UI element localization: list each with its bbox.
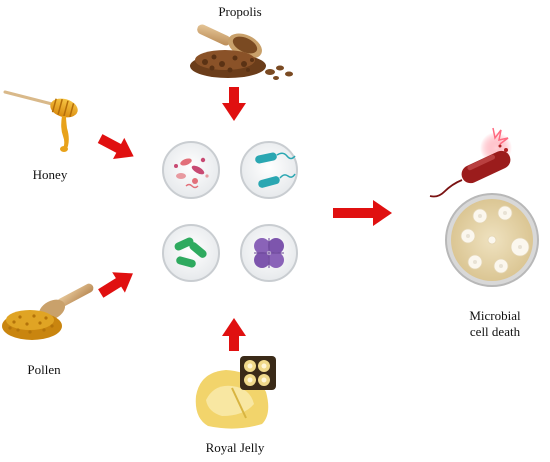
label-pollen: Pollen (27, 362, 61, 377)
coccus-cluster-icon (240, 224, 298, 282)
label-outcome-line1: Microbial (469, 308, 521, 323)
royal-jelly-icon (195, 356, 276, 429)
flagellated-bacteria-icon (240, 141, 298, 199)
label-propolis: Propolis (218, 4, 262, 19)
propolis-scoop-icon (190, 24, 293, 80)
bursting-bacterium-icon (429, 127, 512, 198)
label-royal-jelly: Royal Jelly (205, 440, 265, 455)
honey-dipper-icon (3, 90, 78, 152)
arrow-honey (97, 134, 134, 160)
label-outcome-line2: cell death (469, 324, 521, 339)
pollen-scoop-icon (2, 283, 94, 340)
arrow-royal-jelly (222, 318, 246, 351)
label-honey: Honey (32, 167, 68, 182)
arrow-propolis (222, 87, 246, 121)
label-microbial-cell-death: Microbial cell death (445, 308, 545, 340)
arrow-pollen (98, 272, 133, 298)
petri-dish-inhibition-icon (445, 193, 539, 287)
rod-bacteria-icon (162, 224, 220, 282)
mixed-microbes-icon (162, 141, 220, 199)
arrow-outcome (333, 200, 392, 226)
